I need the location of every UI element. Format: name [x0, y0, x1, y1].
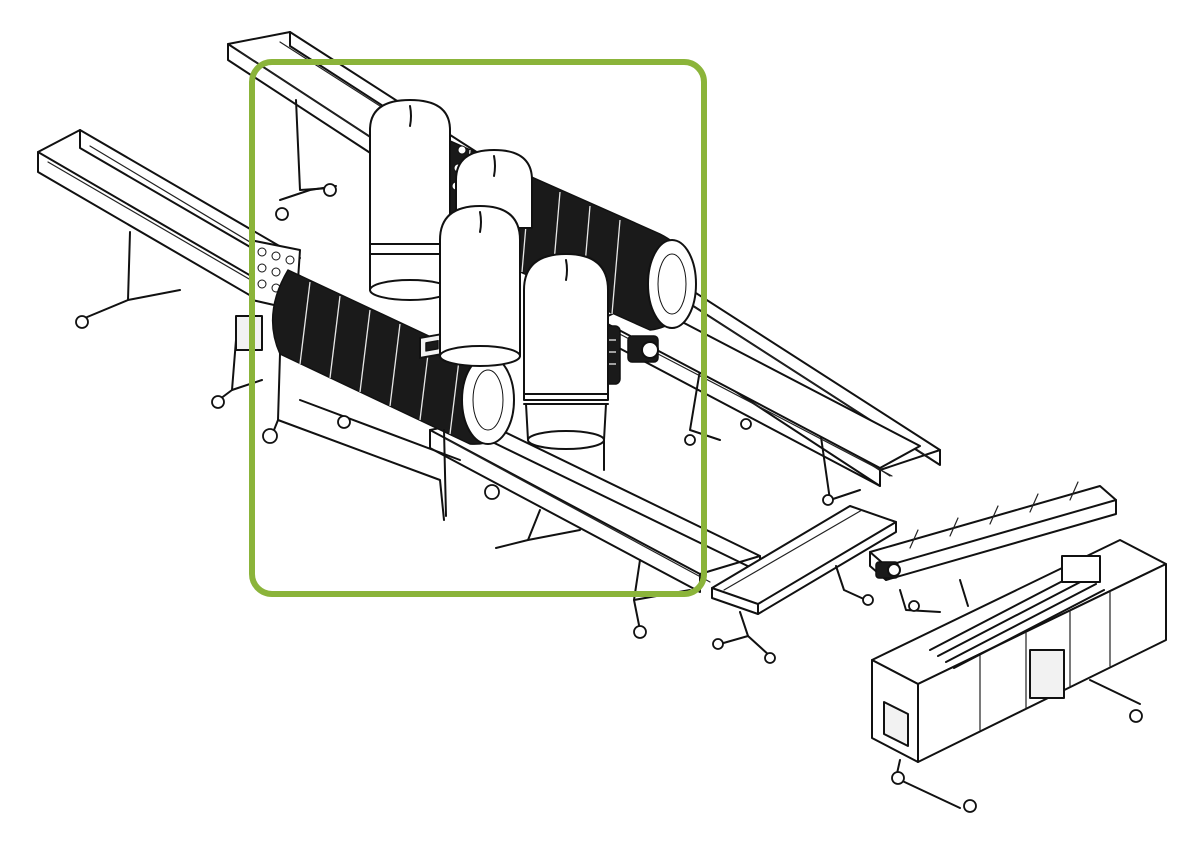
hopper-tank-3 [439, 205, 521, 367]
hopper-tank-1 [369, 99, 451, 301]
front-conveyor [429, 419, 761, 639]
hopper-tank-4 [523, 253, 609, 471]
transfer-conveyor [711, 505, 897, 664]
sorting-cabinet [871, 539, 1167, 813]
highlight-frame [249, 59, 707, 597]
left-feed-conveyor [37, 129, 301, 409]
inclined-elevator [869, 481, 1117, 613]
